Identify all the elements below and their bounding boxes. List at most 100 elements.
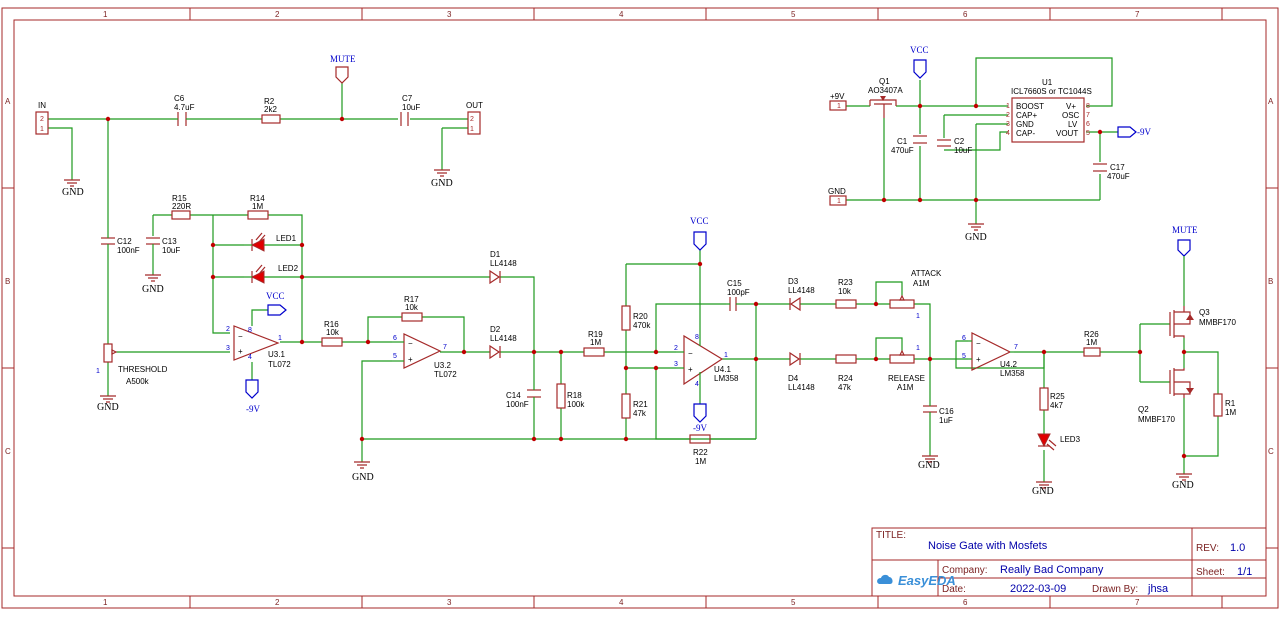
svg-text:1: 1 [916, 313, 920, 320]
col-marker: 7 [1135, 598, 1140, 607]
svg-text:C17: C17 [1110, 163, 1125, 172]
gnd-in: GND [62, 179, 84, 198]
svg-text:C2: C2 [954, 137, 965, 146]
row-marker: C [1268, 447, 1274, 456]
svg-text:4: 4 [1006, 130, 1010, 137]
svg-text:1: 1 [96, 368, 100, 375]
svg-text:3: 3 [674, 361, 678, 368]
svg-text:MUTE: MUTE [330, 54, 356, 64]
svg-text:VOUT: VOUT [1056, 129, 1078, 138]
svg-text:-9V: -9V [1137, 127, 1151, 137]
led-3: LED3 [1037, 433, 1081, 451]
company-value: Really Bad Company [1000, 564, 1104, 576]
gnd-c16: GND [918, 455, 940, 471]
svg-text:GND: GND [431, 178, 453, 189]
mosfet-q1: Q1 AO3407A [868, 77, 903, 118]
col-marker: 2 [275, 10, 280, 19]
title-label: TITLE: [876, 530, 906, 541]
svg-text:1: 1 [1006, 103, 1010, 110]
svg-text:470uF: 470uF [1107, 172, 1130, 181]
date-value: 2022-03-09 [1010, 583, 1066, 595]
diode-d3: D3 LL4148 [788, 277, 815, 312]
svg-text:C14: C14 [506, 391, 521, 400]
svg-text:LL4148: LL4148 [490, 259, 517, 268]
svg-text:1: 1 [724, 352, 728, 359]
svg-text:LL4148: LL4148 [788, 286, 815, 295]
svg-text:LM358: LM358 [714, 374, 739, 383]
svg-text:10uF: 10uF [402, 103, 420, 112]
svg-text:100k: 100k [567, 400, 585, 409]
svg-text:R18: R18 [567, 391, 582, 400]
svg-text:−: − [976, 339, 981, 348]
svg-text:1M: 1M [695, 457, 706, 466]
svg-text:Q1: Q1 [879, 77, 890, 86]
svg-text:GND: GND [965, 232, 987, 243]
svg-text:+: + [408, 355, 413, 364]
gnd-c13: GND [142, 274, 164, 295]
svg-text:R21: R21 [633, 400, 648, 409]
sheet-frame [1, 7, 1279, 609]
svg-text:100nF: 100nF [117, 246, 140, 255]
release-potentiometer: RELEASE A1M 1 [888, 345, 925, 392]
capacitor-c15: C15 100pF [726, 279, 750, 311]
svg-text:OSC: OSC [1062, 111, 1080, 120]
svg-text:OUT: OUT [466, 101, 483, 110]
svg-text:+9V: +9V [830, 92, 845, 101]
svg-text:BOOST: BOOST [1016, 102, 1044, 111]
svg-text:VCC: VCC [690, 216, 709, 226]
svg-text:ATTACK: ATTACK [911, 269, 942, 278]
svg-text:LM358: LM358 [1000, 369, 1025, 378]
svg-text:C12: C12 [117, 237, 132, 246]
rev-value: 1.0 [1230, 542, 1245, 554]
svg-text:5: 5 [1086, 130, 1090, 137]
capacitor-c16: C16 1uF [923, 404, 954, 425]
svg-text:7: 7 [1014, 344, 1018, 351]
svg-text:ICL7660S or TC1044S: ICL7660S or TC1044S [1011, 87, 1092, 96]
svg-text:TL072: TL072 [268, 360, 291, 369]
opamp-u3-1: − + 2 3 8 1 4 U3.1 TL072 [226, 325, 291, 369]
svg-text:8: 8 [695, 334, 699, 341]
in-connector: 2 1 IN [35, 101, 49, 135]
led-2: LED2 [244, 264, 299, 284]
capacitor-c1: C1 470uF [891, 135, 927, 155]
vcc-port-u31: VCC [266, 291, 287, 316]
svg-text:V+: V+ [1066, 102, 1076, 111]
svg-text:U4.1: U4.1 [714, 365, 731, 374]
row-marker: A [5, 97, 11, 106]
svg-text:1M: 1M [590, 338, 601, 347]
svg-text:U4.2: U4.2 [1000, 360, 1017, 369]
svg-text:1M: 1M [1225, 408, 1236, 417]
svg-text:U3.1: U3.1 [268, 350, 285, 359]
svg-text:8: 8 [248, 327, 252, 334]
col-marker: 7 [1135, 10, 1140, 19]
svg-text:A1M: A1M [913, 279, 930, 288]
date-label: Date: [942, 584, 966, 595]
svg-text:D2: D2 [490, 325, 501, 334]
diode-d4: D4 LL4148 [788, 351, 815, 392]
svg-text:LV: LV [1068, 120, 1078, 129]
svg-text:Q3: Q3 [1199, 308, 1210, 317]
svg-text:Q2: Q2 [1138, 405, 1149, 414]
svg-text:CAP+: CAP+ [1016, 111, 1037, 120]
mute-net-port-right: MUTE [1172, 225, 1198, 262]
col-marker: 3 [447, 598, 452, 607]
svg-text:C7: C7 [402, 94, 413, 103]
neg9-port-u31: -9V [245, 379, 260, 414]
logo-text: EasyEDA [898, 573, 956, 588]
svg-text:LED3: LED3 [1060, 435, 1081, 444]
col-marker: 6 [963, 598, 968, 607]
svg-text:R23: R23 [838, 278, 853, 287]
svg-text:GND: GND [1172, 480, 1194, 491]
svg-text:D1: D1 [490, 250, 501, 259]
out-connector: 2 1 OUT [466, 101, 483, 135]
svg-text:1uF: 1uF [939, 416, 953, 425]
svg-text:+: + [238, 347, 243, 356]
led-1: LED1 [244, 232, 297, 252]
svg-text:R19: R19 [588, 330, 603, 339]
vcc-port-u41: VCC [690, 216, 709, 251]
wires [48, 57, 1219, 482]
mosfet-q3: Q3 MMBF170 [1169, 306, 1236, 338]
svg-text:R24: R24 [838, 374, 853, 383]
neg9-port-output: -9V [1117, 126, 1151, 138]
